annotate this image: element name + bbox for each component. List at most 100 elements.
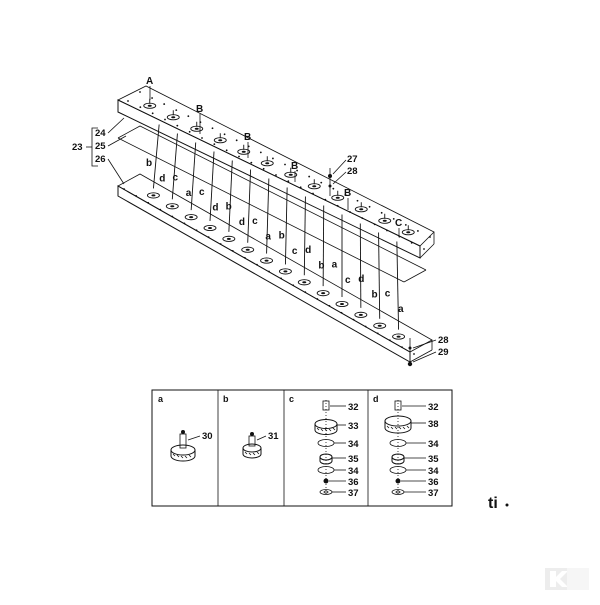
- bolt-hole: [219, 243, 222, 245]
- position-letter: c: [292, 246, 298, 257]
- bolt-hole: [413, 353, 415, 355]
- bolt-hole: [401, 346, 403, 349]
- bolt-hole: [308, 175, 311, 178]
- shaft: [190, 142, 197, 211]
- label-24: 24: [95, 128, 106, 139]
- bolt-hole: [201, 137, 203, 139]
- bolt-hole: [287, 180, 290, 183]
- rail-letter-a: A: [146, 76, 153, 87]
- bolt-hole: [388, 339, 391, 342]
- watermark-logo: [545, 568, 589, 590]
- bolt-hole: [292, 284, 295, 287]
- panel-c-part-35: 35: [348, 454, 359, 465]
- bolt-hole: [250, 161, 253, 164]
- bolt-hole: [139, 106, 142, 109]
- bolt-hole: [423, 248, 425, 250]
- gear: [378, 213, 392, 224]
- bolt-hole: [340, 311, 343, 314]
- plate-bolt-holes: [127, 91, 431, 250]
- bolt-hole: [139, 91, 141, 93]
- position-letter: c: [252, 216, 258, 227]
- bolt-hole: [376, 332, 379, 335]
- shaft: [266, 178, 270, 254]
- gear: [213, 133, 227, 144]
- shaft: [303, 196, 306, 276]
- bolt-hole: [213, 143, 216, 146]
- panel-c-part-34b: 34: [348, 466, 359, 477]
- panel-d-part-34a: 34: [428, 439, 439, 450]
- upper-plate: [117, 85, 435, 259]
- panel-b-part-31: 31: [268, 431, 279, 442]
- panel-d-part-38: 38: [428, 419, 439, 430]
- panel-c-letter: c: [289, 394, 294, 404]
- bolt-hole: [262, 167, 265, 170]
- shaft: [284, 187, 288, 265]
- rail-letters: A B B B B C: [146, 76, 402, 236]
- bolt-hole: [235, 139, 238, 142]
- bolt-hole: [225, 149, 228, 152]
- lower-plate-bolt-holes: [123, 188, 415, 355]
- bolt-hole: [368, 205, 371, 208]
- label-25: 25: [95, 141, 106, 152]
- gear: [354, 311, 368, 318]
- position-letter: b: [279, 231, 285, 242]
- shaft: [378, 232, 381, 319]
- panel-c-part-32: 32: [348, 402, 359, 413]
- panel-a: a 30: [158, 394, 213, 462]
- bolt-hole: [324, 198, 327, 201]
- bolt-hole: [272, 157, 274, 160]
- panel-c-part-37: 37: [348, 488, 359, 499]
- shaft: [228, 160, 233, 232]
- bolt-hole: [147, 201, 150, 204]
- gear: [284, 167, 298, 178]
- gear: [335, 300, 349, 308]
- bolt-hole: [336, 204, 339, 207]
- bolt-hole: [163, 103, 166, 105]
- gear: [260, 156, 274, 167]
- panel-c-part-34a: 34: [348, 439, 359, 450]
- position-letter: c: [199, 187, 205, 198]
- bolt-hole: [364, 325, 367, 328]
- bolt-hole: [268, 270, 270, 273]
- panel-d-part-32: 32: [428, 402, 439, 413]
- gear: [354, 202, 368, 213]
- bolt-hole: [187, 115, 190, 118]
- position-letter: b: [146, 158, 152, 169]
- gear: [316, 290, 330, 297]
- bolt-hole: [175, 109, 178, 112]
- bolt-hole: [231, 249, 234, 252]
- bolt-hole: [398, 235, 401, 238]
- label-29: 29: [438, 347, 449, 358]
- rail-letter-b4: B: [344, 188, 351, 199]
- bolt-hole: [171, 215, 174, 218]
- panel-b: b 31: [223, 394, 279, 459]
- bolt-hole: [164, 118, 166, 121]
- panel-d-part-35: 35: [428, 454, 439, 465]
- shaft: [247, 169, 252, 243]
- panel-c: c 32 33 34 35 34 36 37: [289, 394, 359, 499]
- panel-a-part-30: 30: [202, 431, 213, 442]
- bolt-hole: [386, 229, 388, 232]
- shaft: [359, 223, 362, 308]
- position-letter: b: [318, 260, 324, 271]
- bolt-hole: [195, 229, 198, 232]
- bolt-hole: [417, 230, 419, 232]
- position-letter: c: [345, 275, 351, 286]
- shaft: [209, 151, 215, 222]
- position-letter: a: [332, 260, 338, 271]
- gear: [203, 224, 217, 232]
- gear: [297, 279, 311, 286]
- bolt-hole: [188, 130, 191, 133]
- panel-c-part-36: 36: [348, 477, 359, 488]
- bolt-hole: [280, 277, 282, 280]
- gear: [222, 235, 236, 242]
- bolt-hole: [127, 100, 129, 102]
- gear: [373, 322, 387, 329]
- panel-a-letter: a: [158, 394, 164, 404]
- left-bracket: 23 24 25 26: [72, 117, 127, 185]
- bolt-hole: [410, 241, 413, 244]
- bolt-hole: [316, 298, 319, 300]
- position-letter: a: [186, 188, 192, 199]
